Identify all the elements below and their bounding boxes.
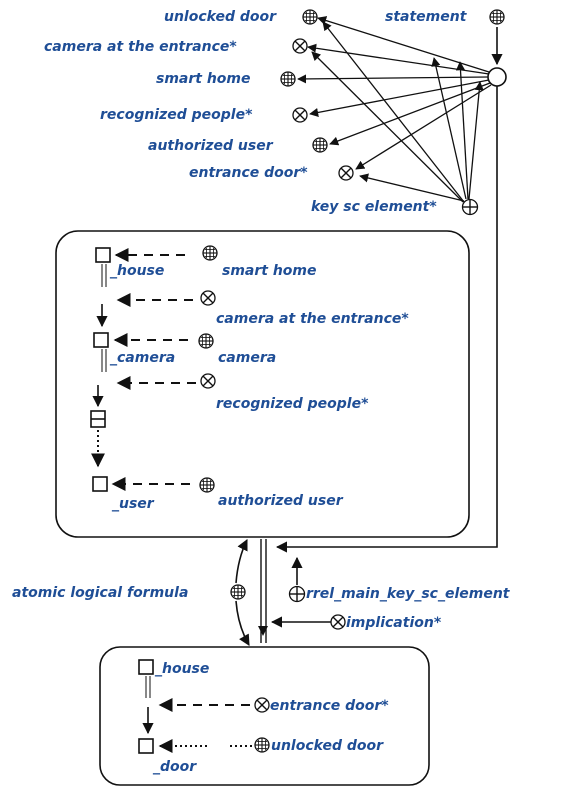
structure-box-result	[99, 646, 430, 786]
circle-grid-icon	[280, 71, 296, 87]
label-rrel: rrel_main_key_sc_element	[306, 586, 511, 602]
box1-camera-var: _camera	[109, 350, 175, 366]
circle-x-icon	[200, 290, 216, 306]
structure-node	[487, 67, 507, 87]
circle-grid-icon	[198, 333, 214, 349]
circle-x-icon	[292, 107, 308, 123]
box1-authorized-user: authorized user	[218, 493, 344, 509]
formula-arrow-up	[235, 538, 248, 584]
box2-entrance-door: entrance door*	[270, 698, 389, 714]
box1-smart-home: smart home	[222, 263, 317, 279]
circle-x-icon	[292, 38, 308, 54]
label-key-sc-element: key sc element*	[311, 199, 437, 215]
box1-house-var: _house	[109, 263, 164, 279]
box1-camera: camera	[218, 350, 276, 366]
label-recognized-people: recognized people*	[100, 107, 253, 123]
square-icon	[93, 332, 109, 348]
circle-grid-icon	[312, 137, 328, 153]
structure-to-box-arrow	[275, 86, 498, 553]
label-entrance-door: entrance door*	[189, 165, 308, 181]
circle-x-icon	[338, 165, 354, 181]
label-smart-home: smart home	[156, 71, 251, 87]
circle-grid-icon	[202, 245, 218, 261]
label-authorized-user: authorized user	[148, 138, 274, 154]
circle-x-icon	[254, 697, 270, 713]
box2-unlocked-door: unlocked door	[271, 738, 384, 754]
structure-box-condition	[55, 230, 470, 538]
circle-grid-icon	[254, 737, 270, 753]
label-statement: statement	[385, 9, 468, 25]
circle-plus-icon	[461, 198, 479, 216]
square-icon	[95, 247, 111, 263]
circle-plus-icon	[288, 585, 306, 603]
box1-camera-at-entrance: camera at the entrance*	[216, 311, 409, 327]
formula-arrow-down	[235, 600, 250, 646]
square-icon	[92, 476, 108, 492]
box1-recognized-people: recognized people*	[216, 396, 369, 412]
box2-house-var: _house	[154, 661, 209, 677]
label-atomic-formula: atomic logical formula	[12, 585, 188, 601]
label-unlocked-door: unlocked door	[164, 9, 277, 25]
square-icon	[138, 738, 154, 754]
circle-grid-icon	[489, 9, 505, 25]
circle-x-icon	[330, 614, 346, 630]
label-camera-at-entrance: camera at the entrance*	[44, 39, 237, 55]
square-icon	[138, 659, 154, 675]
label-implication: implication*	[346, 615, 442, 631]
circle-grid-icon	[199, 477, 215, 493]
circle-grid-icon	[230, 584, 246, 600]
circle-x-icon	[200, 373, 216, 389]
box2-door-var: _door	[152, 759, 197, 775]
circle-grid-icon	[302, 9, 318, 25]
box1-user-var: _user	[111, 496, 155, 512]
key-element-arrows	[311, 21, 484, 203]
